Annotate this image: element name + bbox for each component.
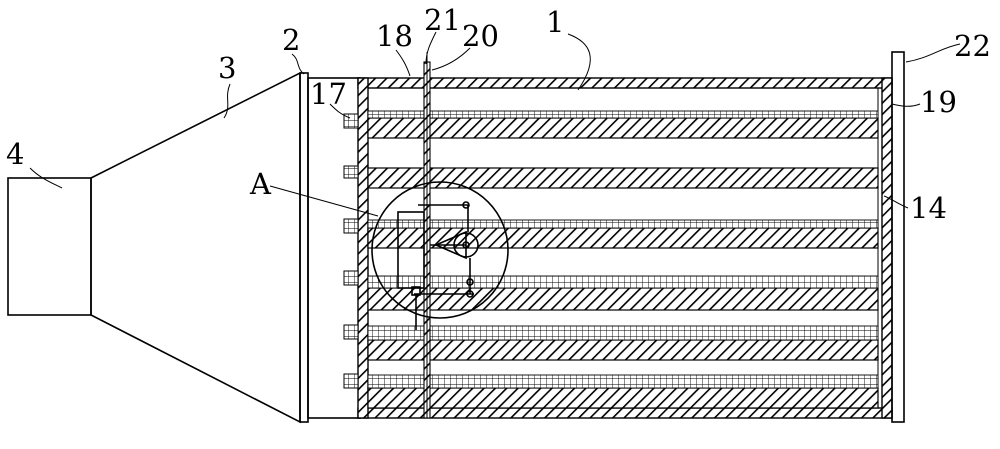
mesh-strips bbox=[367, 110, 879, 389]
label-1: 1 bbox=[546, 5, 564, 39]
baffle bbox=[367, 167, 879, 189]
cam-wedge bbox=[433, 230, 467, 260]
label-21: 21 bbox=[424, 3, 461, 37]
baffle bbox=[367, 287, 879, 311]
mesh-strip bbox=[367, 110, 879, 119]
housing-right-wall bbox=[881, 77, 893, 419]
mesh-block bbox=[343, 270, 359, 286]
mesh-block bbox=[343, 165, 359, 179]
drive-mechanism bbox=[397, 201, 479, 330]
cam-hub bbox=[462, 241, 470, 249]
detail-a-circle bbox=[371, 181, 509, 319]
mesh-strip bbox=[367, 374, 879, 389]
housing-bottom-wall bbox=[357, 407, 893, 419]
baffle bbox=[367, 387, 879, 409]
label-17: 17 bbox=[310, 77, 347, 111]
mesh-strip bbox=[367, 275, 879, 289]
baffle bbox=[367, 117, 879, 139]
leader-line-20 bbox=[431, 47, 471, 71]
leader-line-a bbox=[269, 185, 379, 217]
mesh-strip bbox=[367, 325, 879, 341]
mesh-block bbox=[343, 373, 359, 389]
leader-line-22 bbox=[905, 43, 961, 63]
mesh-block bbox=[343, 218, 359, 234]
end-plate bbox=[891, 51, 905, 423]
motor-housing bbox=[397, 211, 425, 289]
leader-line-14 bbox=[883, 195, 909, 209]
mesh-strip bbox=[367, 219, 879, 229]
conical-transition bbox=[90, 71, 301, 424]
leader-line-1 bbox=[567, 33, 591, 91]
housing-left-wall bbox=[357, 77, 369, 419]
mesh-block bbox=[343, 324, 359, 340]
leader-line-3 bbox=[223, 83, 231, 119]
leader-line-18 bbox=[395, 49, 411, 77]
label-2: 2 bbox=[282, 23, 300, 57]
leader-lines bbox=[29, 31, 961, 217]
lower-pivot bbox=[466, 278, 474, 286]
hatched-baffles bbox=[367, 117, 879, 409]
leader-line-21 bbox=[425, 31, 437, 65]
leader-line-2 bbox=[291, 53, 305, 75]
flange-mesh-blocks bbox=[343, 113, 359, 389]
label-20: 20 bbox=[462, 19, 499, 53]
flange-inner-plate bbox=[307, 77, 361, 419]
leader-line-4 bbox=[29, 167, 63, 189]
leader-line-17 bbox=[329, 103, 351, 119]
mesh-block bbox=[343, 113, 359, 129]
part-labels: 4 3 2 17 18 21 20 1 22 19 14 A bbox=[6, 3, 991, 225]
label-18: 18 bbox=[376, 19, 413, 53]
inlet-box bbox=[7, 177, 92, 316]
label-a: A bbox=[249, 167, 272, 201]
cam-wheel bbox=[453, 232, 479, 258]
housing-top-wall bbox=[357, 77, 893, 89]
flange-plate bbox=[299, 72, 309, 423]
leader-line-19 bbox=[891, 103, 921, 107]
label-4: 4 bbox=[6, 137, 24, 171]
label-19: 19 bbox=[920, 85, 957, 119]
lower-pivot bbox=[466, 290, 474, 298]
label-3: 3 bbox=[218, 51, 236, 85]
label-22: 22 bbox=[954, 29, 991, 63]
baffle bbox=[367, 339, 879, 361]
label-14: 14 bbox=[910, 191, 947, 225]
pivot bbox=[462, 201, 470, 209]
